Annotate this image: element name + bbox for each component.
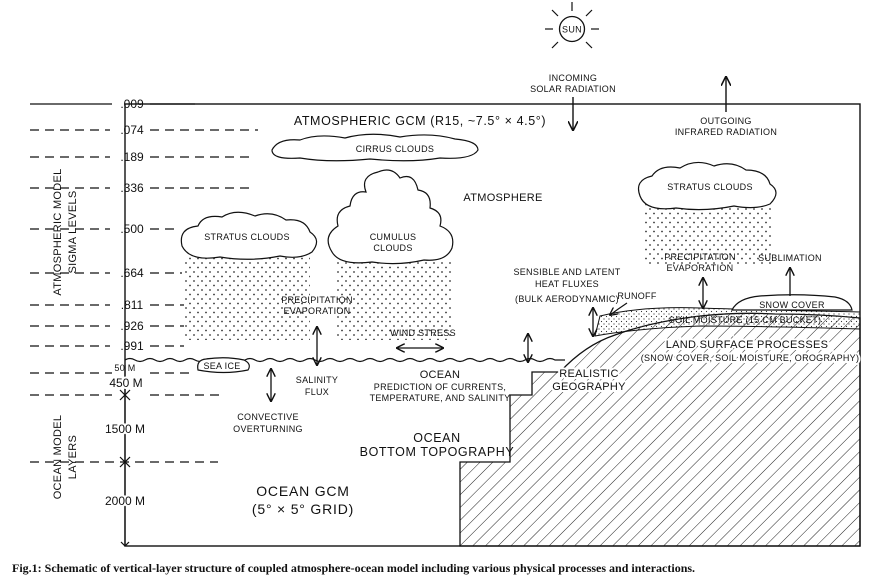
heat-flux-label-3: (BULK AERODYNAMIC) [515,294,619,304]
rain-right [645,204,773,266]
sigma-level: .811 [121,298,144,312]
sigma-level: .664 [120,266,144,280]
sigma-level: .074 [120,123,144,137]
outgoing-radiation-label-1: OUTGOING [700,116,751,126]
sea-ice [197,357,250,374]
soil-moisture-band [594,307,861,337]
ocean-axis-title-2: LAYERS [67,435,79,479]
ocean-bottom-label-2: BOTTOM TOPOGRAPHY [360,445,515,459]
stratus-left-label: STRATUS CLOUDS [204,232,290,242]
heat-flux-label-1: SENSIBLE AND LATENT [513,267,620,277]
sublimation-label: SUBLIMATION [758,253,822,263]
cirrus-cloud: CIRRUS CLOUDS [271,133,479,162]
ocean-layer-50: 50 M [114,363,135,373]
sigma-axis-title-1: ATMOSPHERIC MODEL [52,168,64,295]
ocean-prediction-1: PREDICTION OF CURRENTS, [374,382,506,392]
ocean-layer-2000: 2000 M [105,494,145,508]
atmospheric-gcm-title: ATMOSPHERIC GCM (R15, ~7.5° × 4.5°) [294,114,546,128]
precip-left-label-2: EVAPORATION [284,306,351,316]
ocean-axis-title-1: OCEAN MODEL [52,415,64,500]
sigma-level: .991 [120,339,144,353]
heat-flux-label-2: HEAT FLUXES [535,279,599,289]
stratus-cloud-left: STRATUS CLOUDS [180,211,318,260]
atmosphere-label: ATMOSPHERE [463,192,542,204]
convective-label-1: CONVECTIVE [237,412,299,422]
ocean-surface [124,357,565,363]
rain-left [185,255,310,340]
wind-stress-label: WIND STRESS [390,328,456,338]
rain-cumulus [335,262,453,340]
sigma-level: .189 [120,150,144,164]
cumulus-label-2: CLOUDS [373,243,412,253]
sun-label: SUN [562,25,582,35]
sigma-level: .009 [120,97,144,111]
cirrus-cloud-label: CIRRUS CLOUDS [356,144,434,154]
sigma-levels: .009 .074 .189 .336 .500 .664 .811 .926 … [120,97,144,353]
convective-label-2: OVERTURNING [233,424,303,434]
outgoing-radiation-label-2: INFRARED RADIATION [675,127,777,137]
sun-icon: SUN [545,2,599,49]
ocean-layer-axis [30,365,220,547]
cumulus-label-1: CUMULUS [370,232,417,242]
precip-right-label-2: EVAPORATION [667,263,734,273]
precip-right-label-1: PRECIPITATION [664,252,736,262]
ocean-bottom-label-1: OCEAN [413,431,460,445]
runoff-label: RUNOFF [617,291,656,301]
ocean-layer-1500: 1500 M [105,422,145,436]
precip-left-label-1: PRECIPITATION [281,295,353,305]
salinity-flux-label-2: FLUX [305,387,329,397]
sea-ice-label: SEA ICE [203,361,240,371]
runoff-arrow [610,302,628,315]
sigma-level: .336 [120,181,144,195]
sigma-level: .926 [120,319,144,333]
sigma-level-lines [30,103,258,347]
land-surface-subtitle: (SNOW COVER, SOIL MOISTURE, OROGRAPHY) [641,353,860,363]
sigma-axis-title-2: SIGMA LEVELS [67,190,79,273]
ocean-gcm-label-2: (5° × 5° GRID) [252,501,354,517]
ocean-prediction-2: TEMPERATURE, AND SALINITY [370,393,511,403]
incoming-radiation-label-2: SOLAR RADIATION [530,84,616,94]
salinity-flux-label-1: SALINITY [296,375,338,385]
geography-label-1: REALISTIC [559,368,619,380]
ocean-layer-450: 450 M [109,376,142,390]
ocean-gcm-label-1: OCEAN GCM [256,483,350,499]
geography-label-2: GEOGRAPHY [552,381,626,393]
snow-cover-label: SNOW COVER [759,300,825,310]
figure-caption: Fig.1: Schematic of vertical-layer struc… [12,561,696,575]
sigma-level: .500 [120,222,144,236]
soil-moisture-label: SOIL MOISTURE (15 CM BUCKET) [669,315,822,325]
incoming-radiation-label-1: INCOMING [549,73,597,83]
stratus-right-label: STRATUS CLOUDS [667,182,753,192]
stratus-cloud-right: STRATUS CLOUDS [637,161,777,211]
land-surface-title: LAND SURFACE PROCESSES [666,339,828,351]
snow-cover [731,294,853,311]
cumulus-cloud: CUMULUS CLOUDS [327,169,454,265]
ocean-label: OCEAN [420,369,461,381]
